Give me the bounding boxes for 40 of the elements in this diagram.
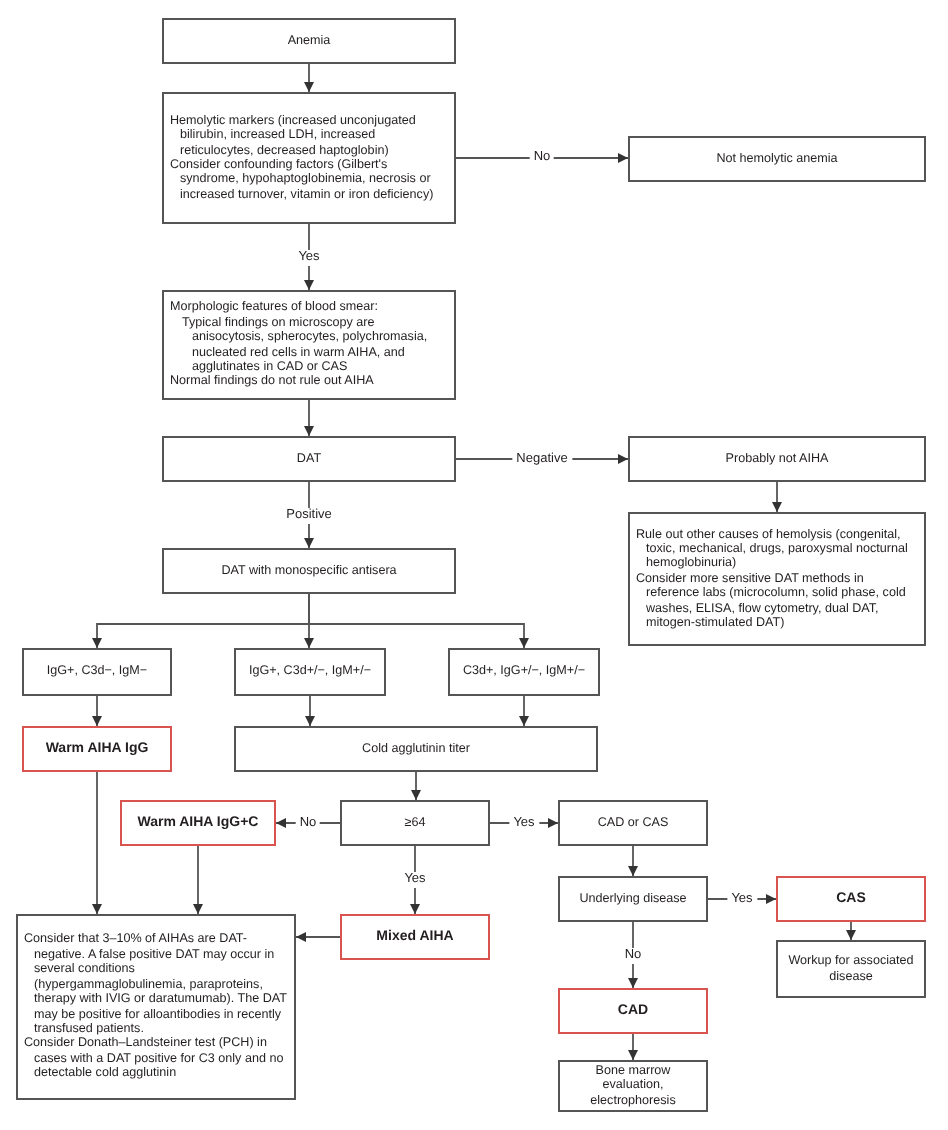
arrow xyxy=(304,223,314,291)
process-box xyxy=(234,648,386,696)
process-box xyxy=(340,800,490,846)
process-box xyxy=(162,548,456,594)
arrow xyxy=(193,845,203,915)
arrow xyxy=(304,399,314,437)
arrow xyxy=(295,932,341,942)
arrow xyxy=(92,771,102,915)
arrow xyxy=(304,63,314,93)
arrow xyxy=(455,153,629,163)
process-box xyxy=(628,436,926,482)
process-box xyxy=(162,92,456,224)
arrow xyxy=(411,771,421,801)
arrow xyxy=(92,695,102,727)
process-box xyxy=(22,648,172,696)
arrow xyxy=(772,481,782,513)
process-box xyxy=(628,136,926,182)
highlighted-box xyxy=(22,726,172,772)
process-box xyxy=(558,1060,708,1112)
arrow xyxy=(846,921,856,941)
process-box xyxy=(162,436,456,482)
process-box xyxy=(234,726,598,772)
arrow xyxy=(628,1033,638,1061)
arrow xyxy=(519,695,529,727)
process-box xyxy=(558,800,708,846)
highlighted-box xyxy=(558,988,708,1034)
process-box xyxy=(162,18,456,64)
process-box xyxy=(16,914,296,1100)
highlighted-box xyxy=(340,914,490,960)
arrow xyxy=(308,593,529,649)
process-box xyxy=(776,940,926,998)
process-box xyxy=(448,648,600,696)
process-box xyxy=(162,290,456,400)
highlighted-box xyxy=(776,876,926,922)
process-box xyxy=(628,512,926,646)
arrow xyxy=(628,845,638,877)
arrow xyxy=(305,695,315,727)
process-box xyxy=(558,876,708,922)
highlighted-box xyxy=(120,800,276,846)
arrow xyxy=(628,921,638,989)
